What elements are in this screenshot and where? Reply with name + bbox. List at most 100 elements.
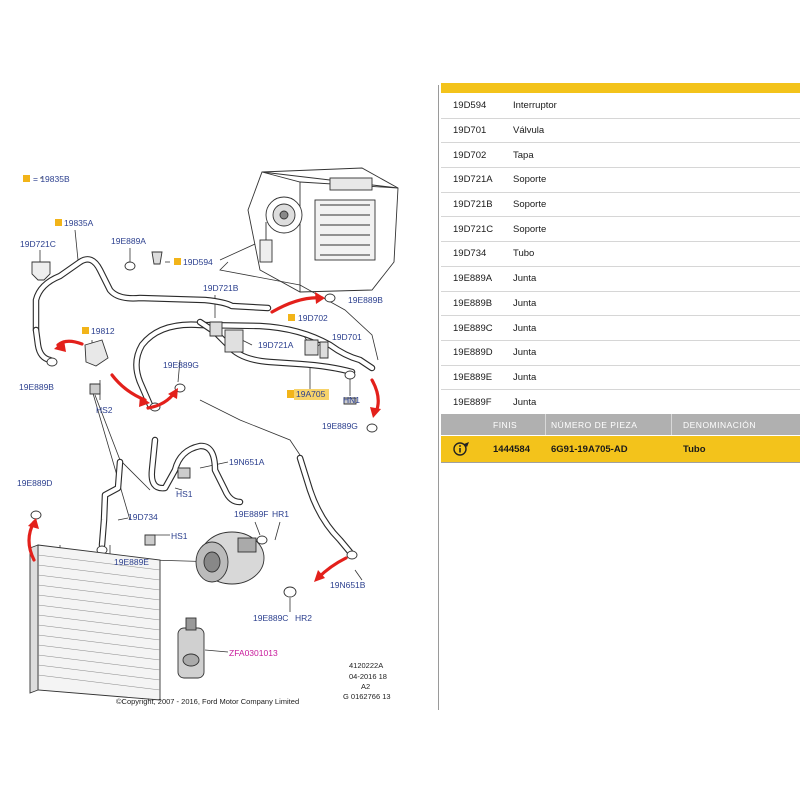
- callout-ZFA0301013[interactable]: ZFA0301013: [229, 648, 278, 658]
- marker-square: [55, 219, 62, 226]
- part-row[interactable]: 19D721C Soporte: [441, 217, 800, 243]
- part-code: 19D594: [453, 100, 487, 112]
- callout-HN1[interactable]: HN1: [343, 395, 360, 405]
- callout-19D734[interactable]: 19D734: [128, 512, 158, 522]
- callout-19D721B[interactable]: 19D721B: [203, 283, 239, 293]
- header-numero-de-pieza: NÚMERO DE PIEZA: [551, 419, 638, 430]
- part-code: 19D701: [453, 125, 487, 137]
- part-row[interactable]: 19D701 Válvula: [441, 119, 800, 144]
- callout-HS1-bottom[interactable]: HS1: [171, 531, 188, 541]
- callout-markers: [23, 175, 329, 400]
- heater-housing: [247, 167, 399, 293]
- parts-panel: 19D594 Interruptor 19D701 Válvula 19D702 Tapa…: [441, 0, 800, 800]
- part-code: 19E889F: [453, 396, 492, 408]
- callout-HS1-top[interactable]: HS1: [176, 489, 193, 499]
- marker-square: [23, 175, 30, 182]
- callout-19E889E[interactable]: 19E889E: [114, 557, 149, 567]
- part-description: Junta: [513, 322, 537, 334]
- panel-divider: [438, 85, 439, 710]
- part-code: 19E889A: [453, 273, 493, 285]
- callout-19A705[interactable]: 19A705: [296, 389, 326, 399]
- part-code: 19E889C: [453, 322, 493, 334]
- part-code: 19D721A: [453, 174, 493, 186]
- callout-19E889D[interactable]: 19E889D: [17, 478, 52, 488]
- part-description: Tapa: [513, 149, 534, 161]
- part-row[interactable]: 19E889C Junta: [441, 316, 800, 341]
- marker-square: [288, 314, 295, 321]
- part-description: Junta: [513, 347, 537, 359]
- red-arrows: [27, 292, 381, 582]
- callout-HR2[interactable]: HR2: [295, 613, 312, 623]
- selected-row-divider: [441, 462, 800, 463]
- callout-19835B[interactable]: = 19835B: [33, 174, 70, 184]
- part-row[interactable]: 19E889A Junta: [441, 267, 800, 292]
- callout-19E889G-right[interactable]: 19E889G: [322, 421, 358, 431]
- part-row[interactable]: 19E889B Junta: [441, 292, 800, 317]
- part-description: Junta: [513, 297, 537, 309]
- callout-19E889C[interactable]: 19E889C: [253, 613, 288, 623]
- ref-sheet: A2: [361, 682, 370, 691]
- part-row[interactable]: 19D594 Interruptor: [441, 94, 800, 119]
- diagram-panel: = 19835B 19835A 19D721C 19E889A 19D594 1…: [17, 167, 399, 706]
- part-code: 19E889E: [453, 371, 493, 383]
- parts-list: 19D594 Interruptor 19D701 Válvula 19D702 Tapa…: [441, 94, 800, 416]
- part-code: 19D734: [453, 248, 487, 260]
- part-description: Soporte: [513, 199, 547, 211]
- marker-square: [82, 327, 89, 334]
- part-code: 19D702: [453, 149, 487, 161]
- callout-19N651B[interactable]: 19N651B: [330, 580, 366, 590]
- part-description: Junta: [513, 273, 537, 285]
- header-separator: [545, 414, 546, 435]
- marker-square: [174, 258, 181, 265]
- part-row[interactable]: 19D734 Tubo: [441, 242, 800, 267]
- callout-19D721C[interactable]: 19D721C: [20, 239, 56, 249]
- callout-19E889A[interactable]: 19E889A: [111, 236, 146, 246]
- part-row[interactable]: 19E889D Junta: [441, 341, 800, 366]
- marker-square-highlight: [287, 390, 294, 398]
- callout-19E889G-mid[interactable]: 19E889G: [163, 360, 199, 370]
- callout-19E889B-right[interactable]: 19E889B: [348, 295, 383, 305]
- part-description: Soporte: [513, 223, 547, 235]
- selected-part-number: 6G91-19A705-AD: [551, 444, 628, 455]
- pipe-19N651: [148, 436, 354, 556]
- callout-19812[interactable]: 19812: [91, 326, 115, 336]
- part-description: Junta: [513, 371, 537, 383]
- selected-denomination: Tubo: [683, 444, 706, 455]
- part-code: 19D721C: [453, 223, 494, 235]
- pipe-19D734: [98, 458, 124, 549]
- part-row[interactable]: 19E889E Junta: [441, 366, 800, 391]
- callout-19D701[interactable]: 19D701: [332, 332, 362, 342]
- condenser: [29, 544, 161, 701]
- parts-header-bar: [441, 83, 800, 93]
- part-code: 19E889B: [453, 297, 493, 309]
- part-code: 19D721B: [453, 199, 493, 211]
- part-row[interactable]: 19D721A Soporte: [441, 168, 800, 193]
- callout-19D702[interactable]: 19D702: [298, 313, 328, 323]
- part-description: Soporte: [513, 174, 547, 186]
- info-icon[interactable]: [453, 441, 471, 457]
- header-denominacion: DENOMINACIÓN: [683, 419, 757, 430]
- part-description: Válvula: [513, 125, 545, 137]
- compressor: [195, 531, 265, 585]
- callout-labels: = 19835B 19835A 19D721C 19E889A 19D594 1…: [17, 174, 383, 658]
- callout-19E889F[interactable]: 19E889F: [234, 509, 269, 519]
- part-description: Tubo: [513, 248, 535, 260]
- highlight-19A705: [294, 389, 329, 400]
- callout-19835A[interactable]: 19835A: [64, 218, 94, 228]
- part-description: Interruptor: [513, 100, 557, 112]
- selected-part-row[interactable]: 1444584 6G91-19A705-AD Tubo: [441, 436, 800, 462]
- part-code: 19E889D: [453, 347, 493, 359]
- part-row[interactable]: 19D721B Soporte: [441, 193, 800, 218]
- callout-19E889B-left[interactable]: 19E889B: [19, 382, 54, 392]
- condenser-fins: [37, 554, 161, 691]
- callout-19D721A[interactable]: 19D721A: [258, 340, 294, 350]
- callout-HS2[interactable]: HS2: [96, 405, 113, 415]
- selected-finis: 1444584: [493, 444, 530, 455]
- callout-19N651A[interactable]: 19N651A: [229, 457, 265, 467]
- callout-HR1[interactable]: HR1: [272, 509, 289, 519]
- part-row[interactable]: 19D702 Tapa: [441, 143, 800, 169]
- ref-code: 4120222A: [349, 661, 383, 670]
- ref-date: 04-2016 18: [349, 672, 387, 681]
- callout-19D594[interactable]: 19D594: [183, 257, 213, 267]
